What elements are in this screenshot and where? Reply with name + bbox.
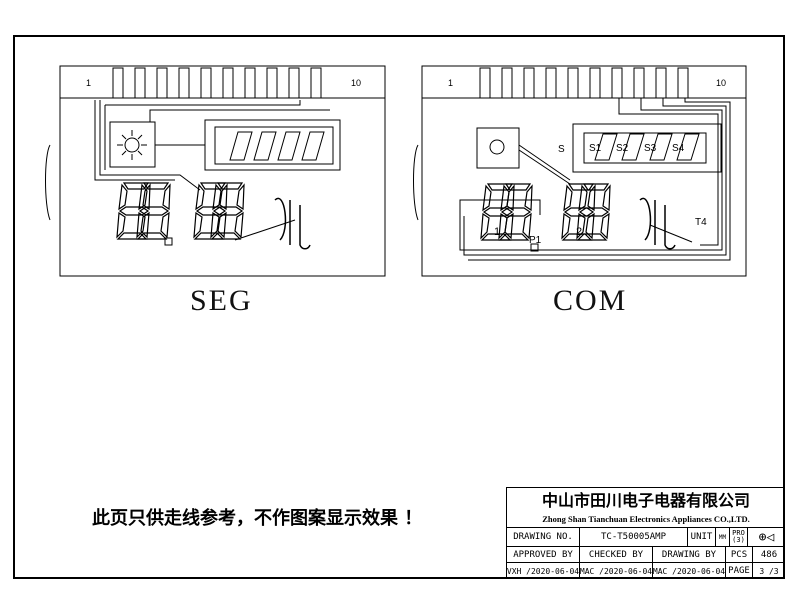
dot-label: P1 — [529, 235, 542, 246]
digit-2-label: 2 — [576, 226, 582, 238]
unit-label: T4 — [695, 217, 707, 228]
com-pin-last: 10 — [716, 78, 726, 88]
sheet-border — [13, 35, 785, 579]
pcs-label: PCS — [726, 547, 753, 562]
drawn-by: MAC /2020-06-04 — [653, 563, 726, 579]
page-label: PAGE — [726, 563, 753, 579]
unit-label: UNIT — [688, 528, 716, 546]
drawing-no: TC-T50005AMP — [580, 528, 688, 546]
projection-symbol-icon: ⊕◁ — [758, 529, 775, 545]
digit-1-label: 1 — [494, 226, 500, 238]
checked-by: MAC /2020-06-04 — [580, 563, 653, 579]
company-en: Zhong Shan Tianchuan Electronics Applian… — [507, 510, 785, 528]
battery-seg-2: S2 — [616, 143, 629, 154]
approved-by: VXH /2020-06-04 — [507, 563, 580, 579]
seg-panel — [59, 65, 386, 277]
seg-pin-first: 1 — [86, 78, 91, 88]
unit-value: MM — [716, 528, 730, 546]
drawing-by-label: DRAWING BY — [653, 547, 726, 562]
drawing-no-label: DRAWING NO. — [507, 528, 580, 546]
com-pin-first: 1 — [448, 78, 453, 88]
seg-title: SEG — [190, 284, 253, 317]
company-cn: 中山市田川电子电器有限公司 — [541, 491, 750, 510]
battery-seg-1: S1 — [589, 143, 602, 154]
reference-note: 此页只供走线参考，不作图案显示效果 ！ — [92, 508, 423, 529]
com-panel — [421, 65, 747, 277]
approved-by-label: APPROVED BY — [507, 547, 580, 562]
title-block: 中山市田川电子电器有限公司 Zhong Shan Tianchuan Elect… — [506, 487, 785, 579]
battery-seg-3: S3 — [644, 143, 657, 154]
projection-label: PRO (3) — [730, 528, 748, 546]
com-title: COM — [553, 284, 628, 317]
checked-by-label: CHECKED BY — [580, 547, 653, 562]
seg-pin-last: 10 — [351, 78, 361, 88]
battery-prefix: S — [558, 144, 565, 155]
page-value: 3 /3 — [759, 566, 779, 576]
pcs-value: 486 — [760, 549, 778, 560]
battery-seg-4: S4 — [672, 143, 685, 154]
